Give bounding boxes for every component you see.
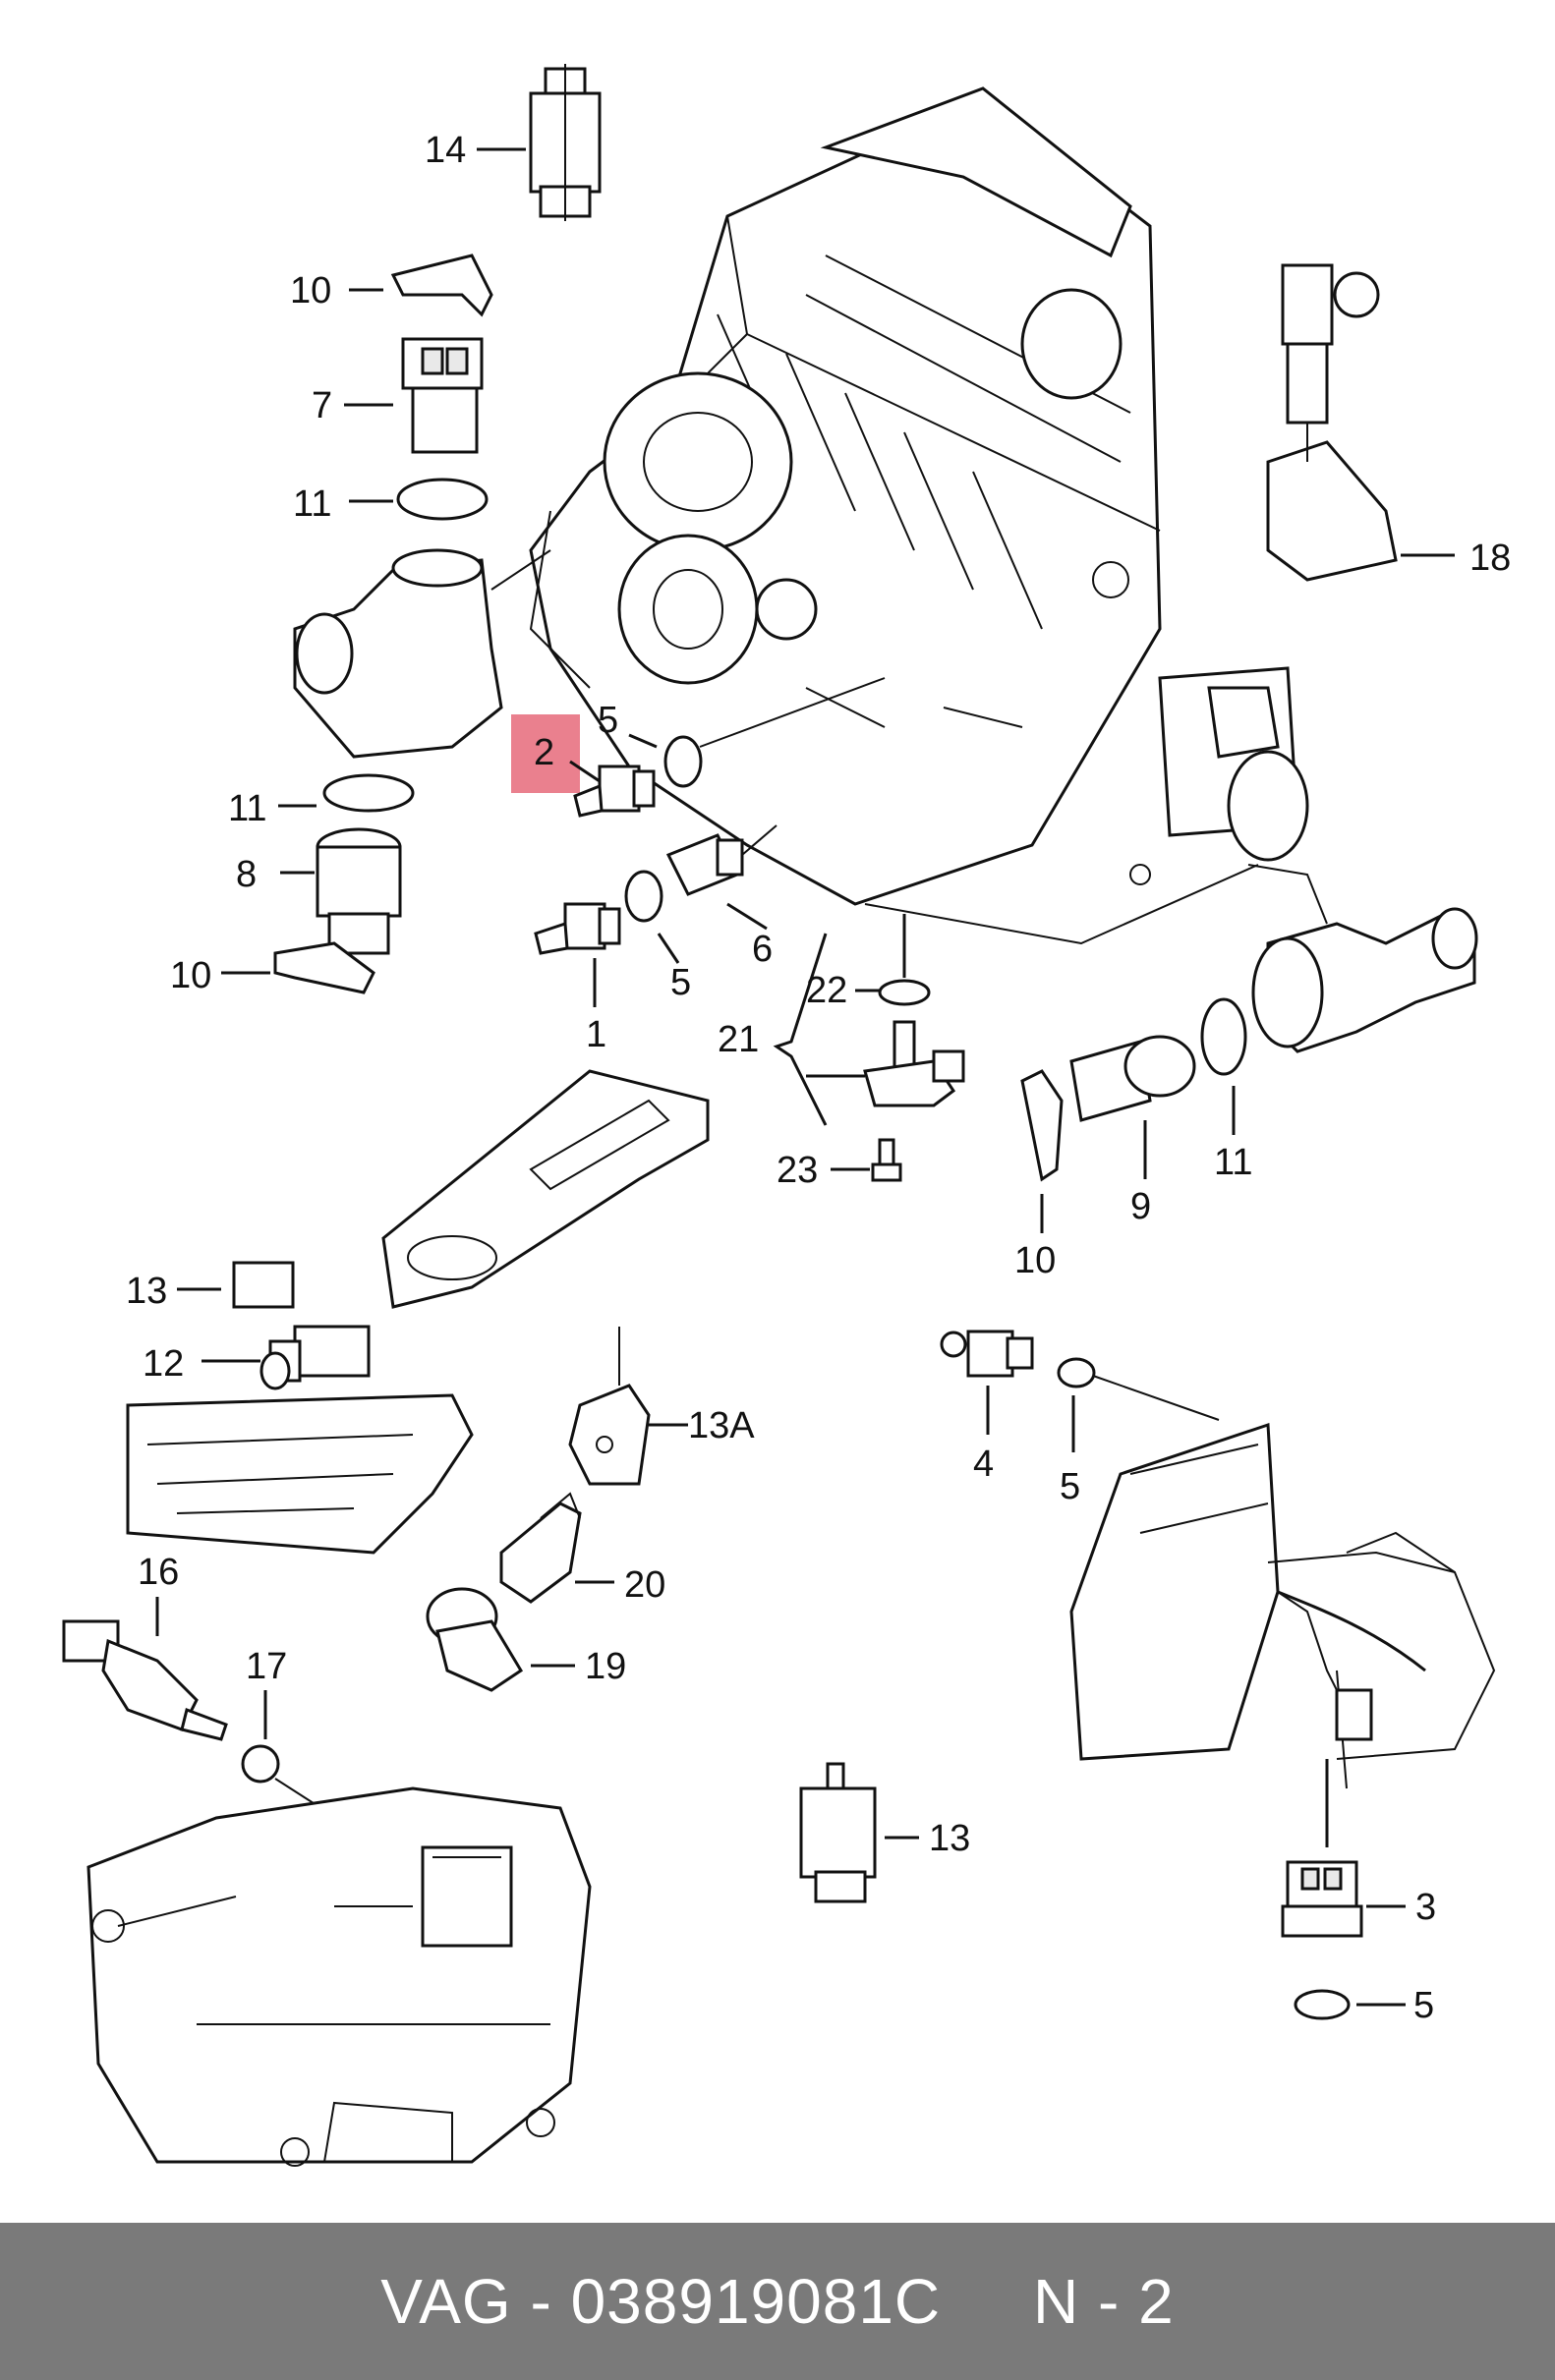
engine-block [529, 86, 1309, 945]
part-7-sender [401, 337, 484, 454]
gearbox-housing [1069, 1422, 1496, 1789]
part-19-bulb [426, 1587, 524, 1692]
callout-10: 10 [290, 270, 331, 312]
part-13A-bracket [568, 1384, 651, 1486]
bumper-section [126, 1393, 474, 1555]
callout-1: 1 [586, 1014, 606, 1055]
engine-lower-section [86, 1786, 592, 2167]
part-6-plug [665, 833, 744, 896]
callout-5: 5 [1413, 1985, 1434, 2026]
part-3-switch [1281, 1860, 1363, 1938]
callout-8: 8 [236, 854, 257, 895]
callout-16: 16 [138, 1552, 179, 1593]
part-22-oring [878, 979, 931, 1006]
part-5-washer-b [624, 870, 663, 923]
water-pipe-right [1247, 864, 1478, 1053]
part-5-washer-c [1057, 1357, 1096, 1388]
callout-13A: 13A [688, 1405, 755, 1446]
callout-18: 18 [1469, 538, 1511, 579]
part-13-switch [799, 1762, 877, 1903]
part-14-switch [529, 64, 602, 221]
part-9-sender [1069, 1035, 1196, 1122]
callout-10: 10 [1014, 1240, 1056, 1281]
callout-17: 17 [246, 1646, 287, 1687]
callout-5: 5 [1060, 1466, 1080, 1507]
highlight-box [511, 714, 580, 793]
callout-9: 9 [1130, 1186, 1151, 1227]
callout-3: 3 [1415, 1887, 1436, 1928]
part-11-ring-c [1200, 997, 1247, 1076]
part-20-clamp [499, 1492, 582, 1604]
callout-7: 7 [312, 385, 332, 426]
part-11-ring-a [396, 478, 489, 521]
part-10-clip-c [1020, 1069, 1064, 1182]
part-12-sensor [259, 1325, 371, 1390]
callout-2: 2 [534, 732, 554, 773]
part-10-clip-a [390, 254, 493, 317]
coolant-housing [293, 548, 551, 759]
callout-13: 13 [126, 1271, 167, 1312]
part-5-washer-d [1294, 1989, 1351, 2020]
part-5-washer-a [663, 735, 703, 788]
part-10-clip-b [273, 941, 375, 994]
part-8-sender [316, 827, 402, 955]
part-18-sensor [1266, 263, 1398, 582]
callout-11: 11 [228, 788, 266, 829]
part-13-cap [232, 1261, 295, 1309]
callout-5: 5 [598, 700, 618, 741]
callout-10: 10 [170, 955, 211, 996]
part-21-sensor [863, 1020, 965, 1107]
part-23-bolt [871, 1138, 902, 1182]
part-16-sensor [62, 1619, 228, 1741]
parts-diagram: 14 10 7 11 18 5 2 11 8 10 6 5 1 22 21 23… [62, 64, 1511, 2167]
callout-4: 4 [973, 1444, 994, 1485]
callout-21: 21 [718, 1019, 759, 1060]
callout-19: 19 [585, 1646, 626, 1687]
footer-bar: VAG - 038919081C N - 2 [0, 2223, 1555, 2380]
callout-14: 14 [425, 130, 466, 171]
callout-22: 22 [806, 970, 847, 1011]
part-4-sensor [940, 1330, 1034, 1378]
callout-6: 6 [752, 929, 773, 970]
part-17-ring [241, 1744, 280, 1784]
mounting-bracket [381, 1069, 710, 1386]
callout-labels: 14 10 7 11 18 5 2 11 8 10 6 5 1 22 21 23… [126, 130, 1511, 2026]
part-11-ring-b [322, 773, 415, 813]
callout-5: 5 [670, 962, 691, 1003]
part-2-sender [573, 765, 656, 818]
part-number-label: VAG - 038919081C N - 2 [380, 2266, 1175, 2337]
callout-20: 20 [624, 1564, 665, 1606]
callout-11: 11 [1214, 1142, 1252, 1183]
callout-13: 13 [929, 1818, 970, 1859]
callout-12: 12 [143, 1343, 184, 1385]
callout-23: 23 [777, 1150, 818, 1191]
part-1-sender [534, 902, 621, 955]
callout-11: 11 [293, 483, 331, 525]
